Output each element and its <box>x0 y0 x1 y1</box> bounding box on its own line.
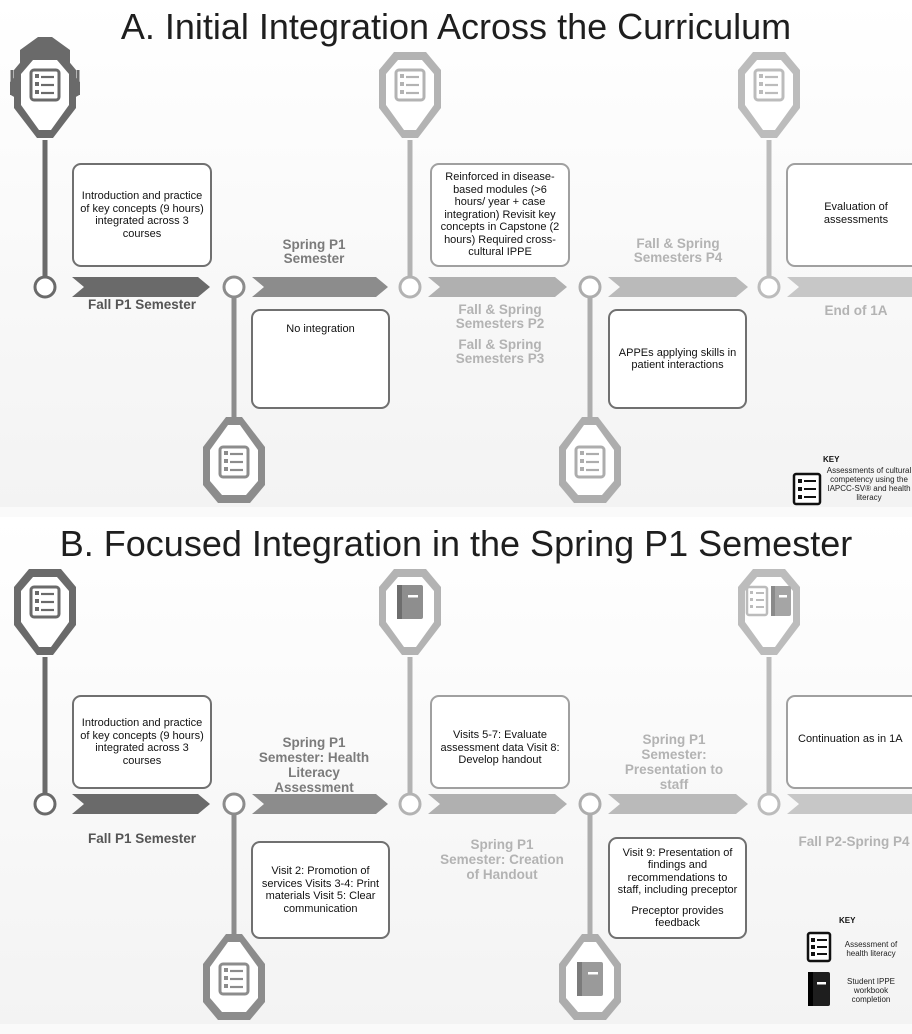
key-assessment-text: Assessments of cultural competency using… <box>826 466 912 502</box>
key-title: KEY <box>839 916 856 925</box>
panel-b: B. Focused Integration in the Spring P1 … <box>0 517 912 1024</box>
key-title: KEY <box>823 455 840 464</box>
box-p4: APPEs applying skills in patient interac… <box>608 309 747 409</box>
label-end: End of 1A <box>824 303 888 318</box>
checklist-icon <box>559 417 621 503</box>
label-handout: Spring P1 Semester: Creation of Handout <box>440 837 564 882</box>
label-p3: Fall & Spring Semesters P3 <box>455 337 545 366</box>
key-assessment-text: Assessment of health literacy <box>844 940 898 958</box>
panel-a-icons <box>14 52 800 503</box>
label-presentation: Spring P1 Semester: Presentation to staf… <box>624 732 724 792</box>
checklist-icon <box>203 934 265 1020</box>
label-p2: Fall & Spring Semesters P2 <box>455 302 545 331</box>
checklist-icon <box>738 52 800 138</box>
preceptor-feedback-text: Preceptor provides feedback <box>631 904 724 930</box>
panel-a-title: A. Initial Integration Across the Curric… <box>120 6 792 47</box>
timeline-arrows <box>72 277 912 297</box>
box-fall-p1: Introduction and practice of key concept… <box>72 695 212 789</box>
key-workbook-text: Student IPPE workbook completion <box>846 977 896 1004</box>
box-handout: Visits 5-7: Evaluate assessment data Vis… <box>430 695 570 789</box>
checklist-workbook-icon <box>738 569 800 655</box>
label-fall-p1: Fall P1 Semester <box>87 831 197 846</box>
label-fall-p2-spring-p4: Fall P2-Spring P4 <box>798 834 910 849</box>
checklist-icon <box>14 569 76 655</box>
box-end: Evaluation of assessments <box>786 163 912 267</box>
checklist-icon <box>806 931 832 963</box>
presentation-text: Visit 9: Presentation of findings and re… <box>617 846 738 897</box>
timeline-arrows <box>72 794 912 814</box>
label-fall-p1: Fall P1 Semester <box>87 297 197 312</box>
timeline-nodes <box>33 792 781 816</box>
checklist-icon <box>379 52 441 138</box>
timeline-nodes <box>33 275 781 299</box>
workbook-icon <box>379 569 441 655</box>
timeline-stems <box>42 657 772 945</box>
checklist-icon <box>14 52 76 138</box>
box-continuation: Continuation as in 1A <box>786 695 912 789</box>
box-fall-p1: Introduction and practice of key concept… <box>72 163 212 267</box>
workbook-icon <box>808 972 830 1006</box>
panel-b-title: B. Focused Integration in the Spring P1 … <box>59 523 853 564</box>
checklist-icon <box>203 417 265 503</box>
workbook-icon <box>559 934 621 1020</box>
box-health-literacy: Visit 2: Promotion of services Visits 3-… <box>251 841 390 939</box>
box-presentation: Visit 9: Presentation of findings and re… <box>608 837 747 939</box>
panel-b-graphics <box>14 569 912 1020</box>
panel-a: A. Initial Integration Across the Curric… <box>0 0 912 507</box>
label-p4: Fall & Spring Semesters P4 <box>633 236 723 265</box>
box-p2-p3: Reinforced in disease-based modules (>6 … <box>430 163 570 267</box>
label-spring-p1: Spring P1 Semester <box>282 237 346 266</box>
box-spring-p1: No integration <box>251 309 390 409</box>
checklist-icon <box>792 472 822 506</box>
label-health-literacy: Spring P1 Semester: Health Literacy Asse… <box>258 735 370 795</box>
timeline-stems <box>42 140 772 428</box>
